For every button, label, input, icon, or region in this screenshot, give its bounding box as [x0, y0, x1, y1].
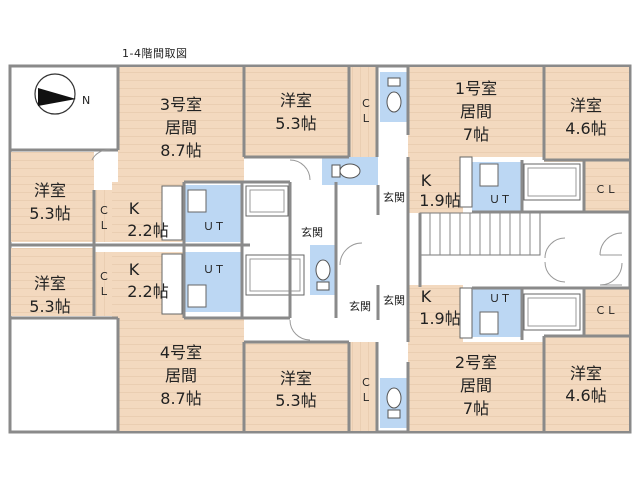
- room-3-closet-west: [94, 190, 112, 242]
- room-2-living-name: 2号室: [455, 353, 497, 372]
- room-4-living-size: 8.7帖: [160, 389, 201, 408]
- room-1-living: [408, 67, 544, 157]
- room-2-living: [408, 342, 544, 431]
- room-4-living-type: 居間: [165, 366, 197, 385]
- room-1-western-room-name: 洋室: [570, 96, 602, 115]
- room-3-toilet-bowl: [339, 163, 361, 179]
- room-1-living-size: 7帖: [463, 125, 489, 144]
- room-3-living-name: 3号室: [160, 95, 202, 114]
- room-4-counter: [161, 253, 183, 315]
- room-3-west-room: [11, 152, 94, 242]
- room-1-living-name: 1号室: [455, 79, 497, 98]
- room-4-sink: [187, 284, 207, 308]
- plan-caption: 1-4階間取図: [122, 47, 188, 60]
- room-4-west-room-name: 洋室: [34, 274, 66, 293]
- room-4-west-room-size: 5.3帖: [29, 297, 70, 316]
- room-4-closet-west-label: ＣＬ: [99, 270, 110, 298]
- room-3-closet-top: [349, 67, 377, 157]
- compass-arrow-icon: [38, 88, 76, 106]
- room-3-kitchen-size: 2.2帖: [127, 221, 168, 240]
- room-3-kitchen-label: K: [129, 199, 140, 218]
- room-3-western-room-size: 5.3帖: [275, 114, 316, 133]
- room-4-toilet-bowl: [315, 259, 331, 281]
- room-3-living: [118, 67, 244, 182]
- room-3-closet-top-label: ＣＬ: [361, 97, 372, 125]
- interior-walls: [10, 66, 630, 432]
- room-2-counter: [459, 287, 473, 339]
- room-1-closet-label: ＣＬ: [595, 183, 617, 196]
- room-2-kitchen: [408, 285, 463, 342]
- room-4-west-room: [11, 248, 94, 316]
- room-1-kitchen-size: 1.9帖: [419, 191, 460, 210]
- room-4-closet-bottom: [349, 342, 377, 431]
- stairs: [419, 212, 541, 256]
- room-1-kitchen-label: K: [421, 171, 432, 190]
- compass: N: [34, 73, 90, 115]
- room-1-living-type: 居間: [460, 102, 492, 121]
- room-3-bathtub: [245, 185, 289, 217]
- room-2-western-room-size: 4.6帖: [565, 386, 606, 405]
- room-1-western-room-size: 4.6帖: [565, 119, 606, 138]
- room-3-sink: [187, 189, 207, 213]
- room-3-western-room-name: 洋室: [280, 91, 312, 110]
- room-1-western-room: [544, 67, 629, 162]
- room-4-closet-west: [94, 252, 112, 316]
- room-3-entrance-label: 玄関: [301, 225, 323, 239]
- room-2-living-type: 居間: [460, 376, 492, 395]
- room-1-closet: [584, 162, 629, 212]
- room-2-bathtub: [523, 293, 581, 331]
- room-2-kitchen-size: 1.9帖: [419, 309, 460, 328]
- room-4-bathtub: [245, 254, 305, 296]
- room-3-western-room: [244, 67, 349, 157]
- room-1-toilet-bowl: [386, 91, 402, 113]
- room-3-utility-label: ＵＴ: [203, 220, 225, 233]
- room-2-western-room-name: 洋室: [570, 364, 602, 383]
- room-2-kitchen-label: K: [421, 287, 432, 306]
- room-2-western-room: [544, 336, 629, 431]
- room-4-kitchen-size: 2.2帖: [127, 282, 168, 301]
- room-3-counter: [161, 185, 183, 241]
- room-3-west-room-size: 5.3帖: [29, 204, 70, 223]
- door-swings: [91, 149, 623, 341]
- room-4-western-room-size: 5.3帖: [275, 391, 316, 410]
- room-1-counter: [459, 156, 473, 208]
- building-outline: [8, 64, 632, 434]
- compass-north-label: N: [82, 94, 90, 107]
- room-3-west-room-name: 洋室: [34, 181, 66, 200]
- room-1-kitchen: [408, 157, 463, 213]
- room-4-living: [118, 318, 244, 431]
- room-2-closet-label: ＣＬ: [595, 304, 617, 317]
- room-3-living-size: 8.7帖: [160, 141, 201, 160]
- room-4-utility-label: ＵＴ: [203, 263, 225, 276]
- room-1-sink: [479, 163, 499, 187]
- room-labels: 3号室 居間 8.7帖 洋室 5.3帖 洋室 5.3帖 K 2.2帖 ＵＴ ＣＬ…: [29, 79, 617, 418]
- room-4-living-name: 4号室: [160, 343, 202, 362]
- room-2-closet: [584, 288, 629, 336]
- room-2-toilet-bowl: [386, 387, 402, 409]
- room-2-utility-label: ＵＴ: [489, 292, 511, 305]
- compass-circle: [34, 73, 76, 115]
- wood-floor-rooms: [11, 67, 629, 431]
- room-2-entrance-label: 玄関: [383, 293, 405, 307]
- room-4-western-room: [244, 342, 349, 431]
- room-4-kitchen-label: K: [129, 260, 140, 279]
- room-2-living-size: 7帖: [463, 399, 489, 418]
- room-4-western-room-name: 洋室: [280, 369, 312, 388]
- room-3-living-type: 居間: [165, 118, 197, 137]
- room-1-entrance-label: 玄関: [383, 190, 405, 204]
- room-1-bathtub: [523, 163, 581, 201]
- fixtures: [161, 77, 581, 419]
- room-4-entrance-label: 玄関: [349, 299, 371, 313]
- room-3-closet-west-label: ＣＬ: [99, 204, 110, 232]
- room-2-sink: [479, 311, 499, 335]
- room-1-utility-label: ＵＴ: [489, 193, 511, 206]
- room-4-closet-bottom-label: ＣＬ: [361, 376, 372, 404]
